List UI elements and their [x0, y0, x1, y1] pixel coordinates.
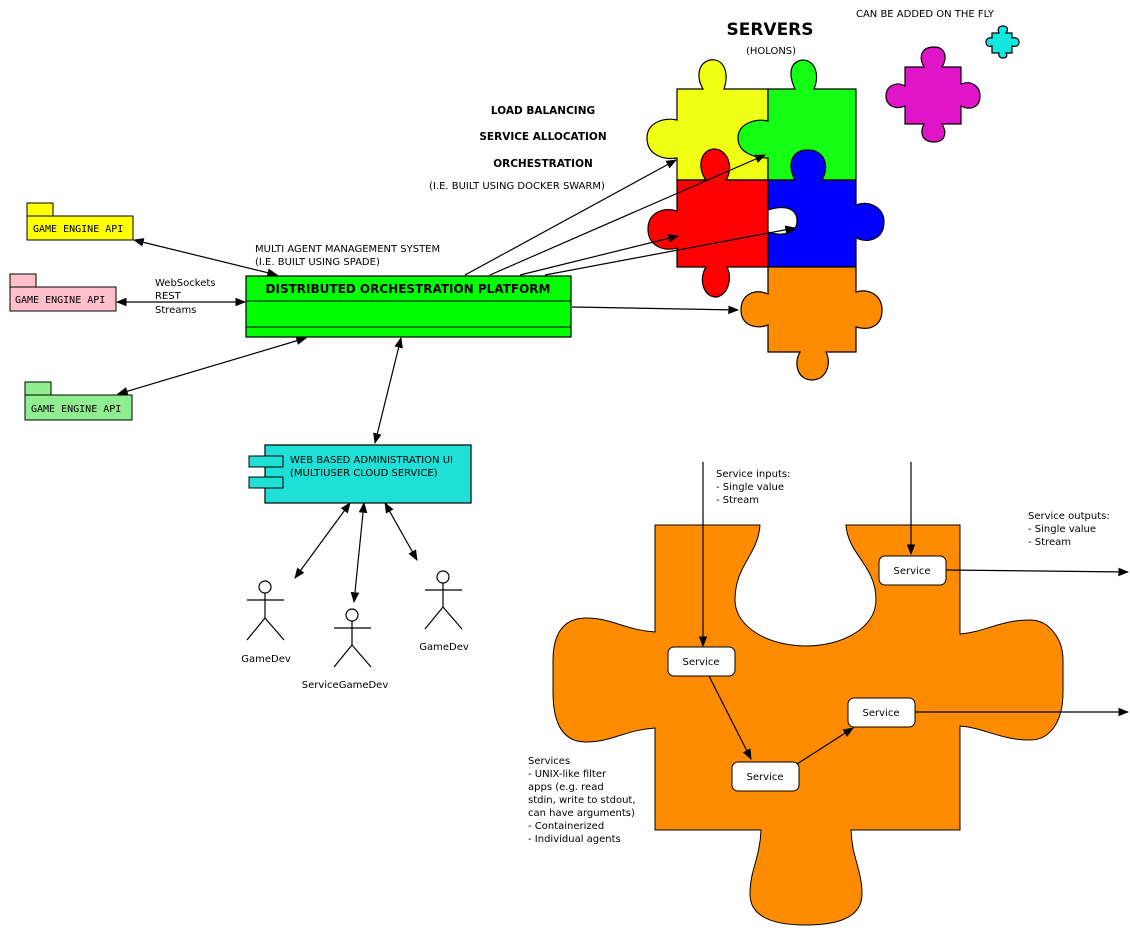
server-piece-magenta	[885, 46, 981, 143]
actor-servicegamedev: ServiceGameDev	[302, 608, 389, 691]
admin-ui-line2: (MULTIUSER CLOUD SERVICE)	[290, 468, 438, 479]
svg-text:- UNIX-like filter: - UNIX-like filter	[528, 769, 607, 780]
service-box-2-label: Service	[894, 566, 931, 577]
actor-label-servicegamedev: ServiceGameDev	[302, 680, 389, 691]
service-box-1: Service	[667, 646, 736, 677]
on-the-fly-note: CAN BE ADDED ON THE FLY	[856, 9, 995, 20]
service-outputs-single: - Single value	[1028, 524, 1096, 535]
service-inputs-single: - Single value	[716, 482, 784, 493]
service-box-3: Service	[847, 697, 916, 728]
protocol-rest: REST	[155, 291, 182, 302]
services-description: Services - UNIX-like filter apps (e.g. r…	[528, 756, 636, 845]
api-green-label: GAME ENGINE API	[31, 404, 121, 415]
servers-subtitle: (HOLONS)	[746, 46, 796, 57]
platform-label: DISTRIBUTED ORCHESTRATION PLATFORM	[266, 282, 551, 296]
service-puzzle-piece	[552, 524, 1064, 926]
admin-ui-box	[264, 444, 472, 504]
api-yellow: GAME ENGINE API	[26, 202, 134, 241]
admin-ui-component: WEB BASED ADMINISTRATION UI (MULTIUSER C…	[248, 444, 472, 504]
server-piece-cyan	[985, 25, 1020, 59]
connectors	[115, 154, 1130, 765]
service-box-1-label: Service	[683, 657, 720, 668]
mams-line2: (I.E. BUILT USING SPADE)	[255, 257, 380, 268]
service-box-2: Service	[878, 555, 947, 586]
orchestration-platform: DISTRIBUTED ORCHESTRATION PLATFORM	[245, 275, 572, 338]
service-box-4: Service	[731, 761, 800, 792]
svg-text:- Containerized: - Containerized	[528, 821, 604, 832]
service-box-3-label: Service	[863, 708, 900, 719]
server-pieces	[646, 25, 1020, 381]
svg-text:apps (e.g. read: apps (e.g. read	[528, 782, 604, 793]
service-box-4-label: Service	[747, 772, 784, 783]
service-outputs-title: Service outputs:	[1028, 511, 1110, 522]
actor-label-gamedev-left: GameDev	[241, 654, 291, 665]
svg-text:can have arguments): can have arguments)	[528, 808, 635, 819]
docker-note: (I.E. BUILT USING DOCKER SWARM)	[429, 181, 605, 192]
load-balancing-label: LOAD BALANCING	[491, 105, 595, 117]
actor-gamedev-left: GameDev	[241, 580, 291, 665]
api-green: GAME ENGINE API	[24, 381, 133, 421]
api-pink-tab	[9, 273, 37, 288]
api-green-body	[24, 394, 133, 421]
svg-text:Services: Services	[528, 756, 570, 767]
service-inputs-title: Service inputs:	[716, 469, 790, 480]
admin-ui-line1: WEB BASED ADMINISTRATION UI	[290, 455, 453, 466]
svg-text:- Individual agents: - Individual agents	[528, 834, 621, 845]
servers-title: SERVERS	[726, 20, 813, 40]
orchestration-label: ORCHESTRATION	[493, 158, 593, 170]
mams-line1: MULTI AGENT MANAGEMENT SYSTEM	[255, 244, 440, 255]
service-inputs-stream: - Stream	[716, 495, 759, 506]
protocol-websockets: WebSockets	[155, 278, 215, 289]
api-green-tab	[24, 381, 52, 396]
actor-gamedev-right: GameDev	[419, 570, 469, 653]
server-piece-blue	[767, 149, 885, 268]
protocol-streams: Streams	[155, 305, 196, 316]
svg-text:stdin, write to stdout,: stdin, write to stdout,	[528, 795, 636, 806]
api-yellow-tab	[26, 202, 54, 217]
service-allocation-label: SERVICE ALLOCATION	[479, 131, 606, 143]
api-pink-body	[9, 286, 117, 312]
api-yellow-label: GAME ENGINE API	[33, 224, 123, 235]
server-piece-orange	[740, 266, 883, 381]
actor-label-gamedev-right: GameDev	[419, 642, 469, 653]
api-pink: GAME ENGINE API	[9, 273, 117, 312]
api-yellow-body	[26, 215, 134, 241]
api-pink-label: GAME ENGINE API	[15, 295, 105, 306]
service-outputs-stream: - Stream	[1028, 537, 1071, 548]
server-piece-red	[647, 148, 769, 298]
